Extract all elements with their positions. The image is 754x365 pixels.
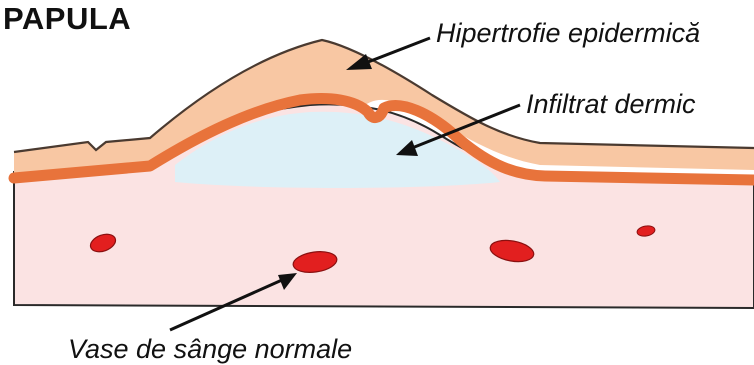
label-epidermal-hypertrophy: Hipertrofie epidermică [436,18,700,48]
label-dermal-infiltrate: Infiltrat dermic [526,89,696,119]
diagram-title: PAPULA [3,1,131,36]
label-normal-vessels: Vase de sânge normale [68,334,352,364]
